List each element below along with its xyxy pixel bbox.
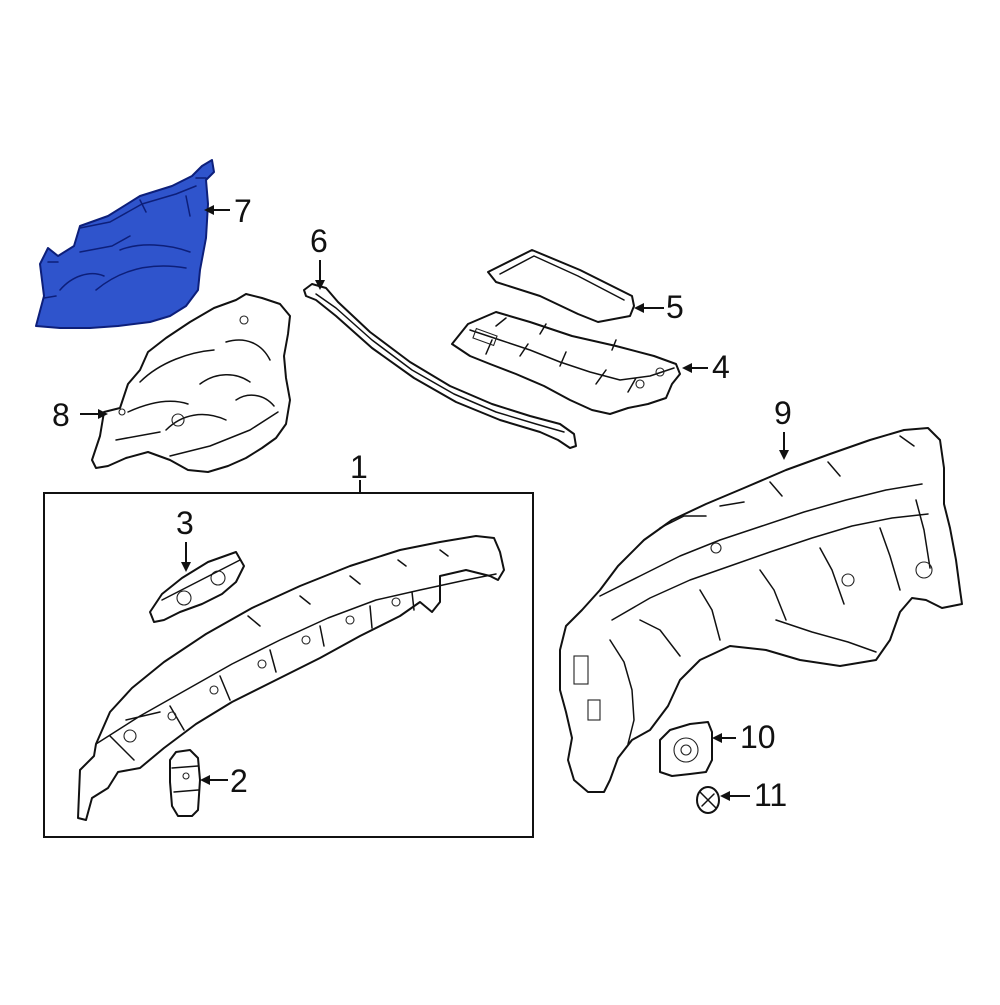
part-7-insulator-highlighted[interactable]	[35, 159, 215, 329]
part-9-dash-panel[interactable]	[559, 427, 963, 793]
callout-11: 11	[754, 777, 787, 813]
callout-7: 7	[234, 193, 252, 229]
part-5-cover-plate[interactable]	[487, 249, 635, 323]
callout-10: 10	[740, 719, 776, 755]
part-10-grommet-plate[interactable]	[659, 721, 713, 777]
callout-4: 4	[712, 349, 730, 385]
part-2-clip[interactable]	[169, 749, 201, 817]
part-1-cowl-reinforcement[interactable]	[77, 535, 505, 821]
group-box-part-1	[43, 492, 534, 838]
part-11-grommet[interactable]	[696, 786, 720, 814]
callout-9: 9	[774, 395, 792, 431]
callout-1: 1	[350, 449, 368, 485]
part-8-heat-shield[interactable]	[91, 293, 291, 473]
callout-6: 6	[310, 223, 328, 259]
callout-8: 8	[52, 397, 70, 433]
callout-2: 2	[230, 763, 248, 799]
part-6-seal-strip[interactable]	[303, 283, 577, 449]
part-4-cowl-panel[interactable]	[451, 311, 681, 415]
callout-5: 5	[666, 289, 684, 325]
callout-3: 3	[176, 505, 194, 541]
part-3-bracket[interactable]	[149, 551, 245, 623]
